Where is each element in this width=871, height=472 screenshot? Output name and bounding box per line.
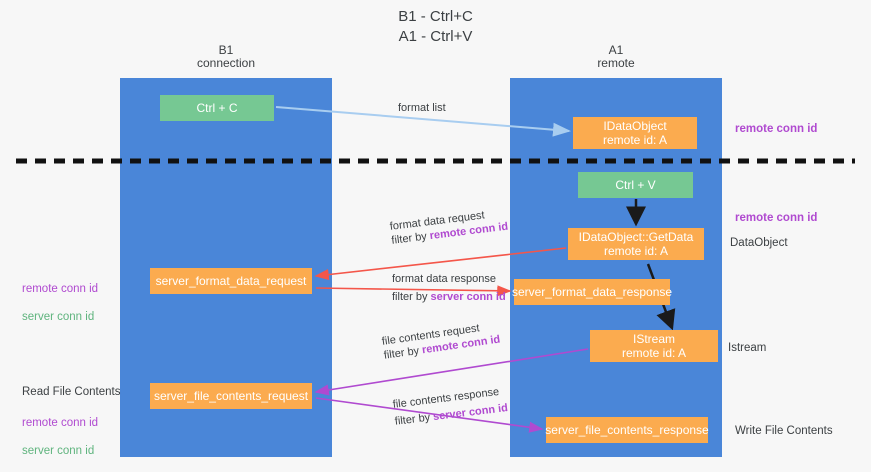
note-istream: Istream — [728, 342, 767, 354]
diagram-title: B1 - Ctrl+C A1 - Ctrl+V — [398, 8, 473, 45]
note-write-file-contents: Write File Contents — [735, 425, 833, 437]
column-header-a1: A1 remote — [597, 43, 635, 70]
box-server-format-data-request[interactable]: server_format_data_request — [150, 268, 312, 294]
box-server-format-data-response[interactable]: server_format_data_response — [512, 279, 672, 305]
label-format-list: format list — [398, 102, 446, 114]
box-server-file-contents-request[interactable]: server_file_contents_request — [150, 383, 312, 409]
note-left-remote-conn-id-2: remote conn id — [22, 417, 99, 429]
label-format-data-request: format data request filter by remote con… — [389, 206, 509, 248]
note-left-conn-ids-2: remote conn id server conn id — [22, 402, 98, 472]
label-format-data-response-line2: filter by server conn id — [392, 290, 506, 304]
box-ctrl-v[interactable]: Ctrl + V — [578, 172, 693, 198]
note-left-server-conn-id-2: server conn id — [22, 445, 95, 457]
box-istream[interactable]: IStream remote id: A — [590, 330, 718, 362]
box-ctrl-c[interactable]: Ctrl + C — [160, 95, 274, 121]
filter-value-server-conn-id: server conn id — [430, 291, 506, 303]
label-format-data-response: format data response filter by server co… — [392, 272, 506, 304]
label-file-contents-request: file contents request filter by remote c… — [381, 319, 501, 363]
box-idataobject-getdata[interactable]: IDataObject::GetData remote id: A — [568, 228, 704, 260]
filter-prefix: filter by — [390, 230, 431, 247]
note-dataobject: DataObject — [730, 237, 788, 249]
box-server-file-contents-response[interactable]: server_file_contents_response — [545, 417, 709, 443]
filter-prefix: filter by — [394, 411, 434, 428]
filter-prefix: filter by — [383, 344, 423, 362]
column-header-b1: B1 connection — [196, 43, 256, 70]
note-remote-conn-id-top: remote conn id — [735, 123, 818, 135]
note-left-conn-ids: remote conn id server conn id — [22, 268, 98, 338]
label-format-data-response-line1: format data response — [392, 273, 496, 285]
note-remote-conn-id-mid: remote conn id — [735, 212, 818, 224]
note-read-file-contents: Read File Contents — [22, 386, 121, 398]
note-left-server-conn-id: server conn id — [22, 311, 95, 323]
box-idataobject[interactable]: IDataObject remote id: A — [573, 117, 697, 149]
filter-prefix: filter by — [392, 291, 431, 303]
note-left-remote-conn-id: remote conn id — [22, 283, 99, 295]
label-file-contents-response: file contents response filter by server … — [392, 384, 509, 429]
